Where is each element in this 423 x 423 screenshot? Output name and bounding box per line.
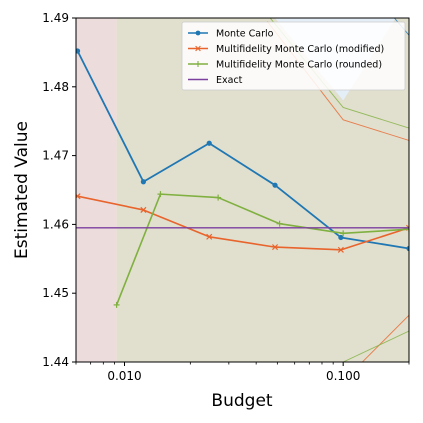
series-layer	[76, 48, 409, 308]
series-0-point-2	[206, 140, 212, 146]
y-tick-label: 1.46	[42, 217, 69, 231]
band-low-budget	[76, 18, 117, 362]
series-0-point-4	[338, 234, 344, 241]
series-2-point-3	[276, 220, 283, 227]
axis-ticks: 1.44 1.45 1.46 1.47 1.48 1.49 0.010 0.100	[42, 11, 410, 383]
series-0-line	[76, 50, 409, 250]
y-tick-label: 1.49	[42, 11, 69, 25]
legend-item-0: Monte Carlo	[188, 29, 274, 40]
y-tick-label: 1.45	[42, 286, 69, 300]
x-axis-label: Budget	[211, 391, 272, 411]
band-edge-modified-lower	[361, 314, 409, 362]
y-tick-label: 1.44	[42, 355, 69, 369]
plot-frame	[75, 17, 410, 363]
legend-box	[181, 21, 406, 91]
series-2-point-1	[157, 191, 164, 198]
legend-label-0: Monte Carlo	[216, 29, 274, 40]
legend-item-1: Multifidelity Monte Carlo (modified)	[188, 44, 384, 55]
series-2-point-5	[406, 226, 409, 233]
legend-label-1: Multifidelity Monte Carlo (modified)	[216, 44, 384, 55]
series-1-point-4	[337, 246, 344, 253]
series-2-point-4	[340, 230, 347, 237]
series-2-point-2	[215, 194, 222, 201]
x-tick-label: 0.010	[107, 369, 141, 383]
series-0-point-5	[406, 245, 409, 252]
band-edge-rounded-lower	[342, 330, 409, 362]
y-axis-label: Estimated Value	[12, 121, 32, 259]
series-1-line	[77, 195, 409, 251]
series-2-point-0	[113, 301, 120, 308]
x-tick-label: 0.100	[326, 369, 360, 383]
legend-item-2: Multifidelity Monte Carlo (rounded)	[188, 60, 382, 71]
series-1-point-1	[140, 206, 147, 213]
series-0-point-3	[272, 182, 278, 188]
series-1-point-0	[76, 193, 81, 200]
series-0-point-0	[76, 48, 81, 54]
series-2-line	[115, 193, 409, 306]
series-1-point-3	[272, 244, 279, 251]
legend-item-3: Exact	[188, 75, 243, 86]
series-0-point-1	[140, 179, 146, 185]
y-tick-label: 1.48	[42, 80, 69, 94]
legend-label-3: Exact	[216, 75, 243, 86]
y-tick-label: 1.47	[42, 149, 69, 163]
series-1-point-2	[206, 233, 213, 240]
legend-label-2: Multifidelity Monte Carlo (rounded)	[216, 60, 382, 71]
